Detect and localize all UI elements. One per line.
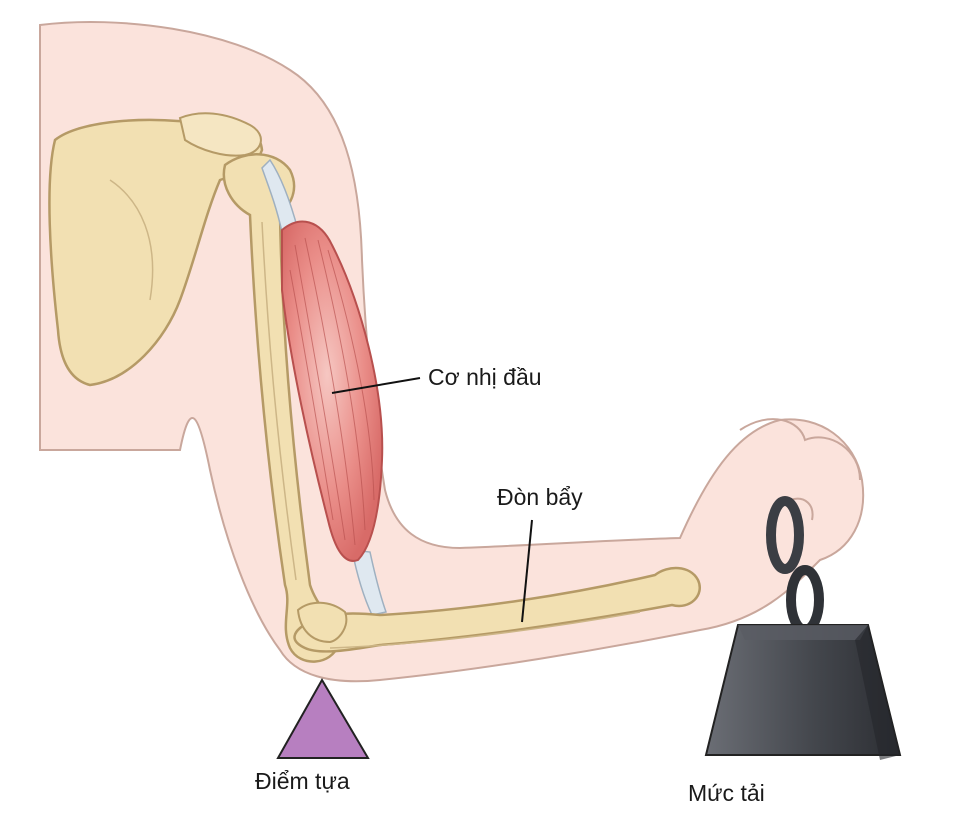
biceps-leader-line — [331, 377, 421, 394]
biceps-muscle — [281, 220, 384, 562]
load-label: Mức tải — [688, 780, 765, 806]
lever-leader-line — [521, 519, 533, 623]
forearm-bones — [293, 566, 701, 653]
fulcrum-label: Điểm tựa — [255, 768, 350, 794]
lever-label: Đòn bẩy — [497, 484, 583, 510]
fulcrum-triangle — [276, 677, 370, 759]
scapula-bone — [48, 112, 264, 387]
weight-block — [704, 624, 902, 760]
lower-tendon — [351, 549, 387, 616]
biceps-label: Cơ nhị đầu — [428, 364, 542, 390]
